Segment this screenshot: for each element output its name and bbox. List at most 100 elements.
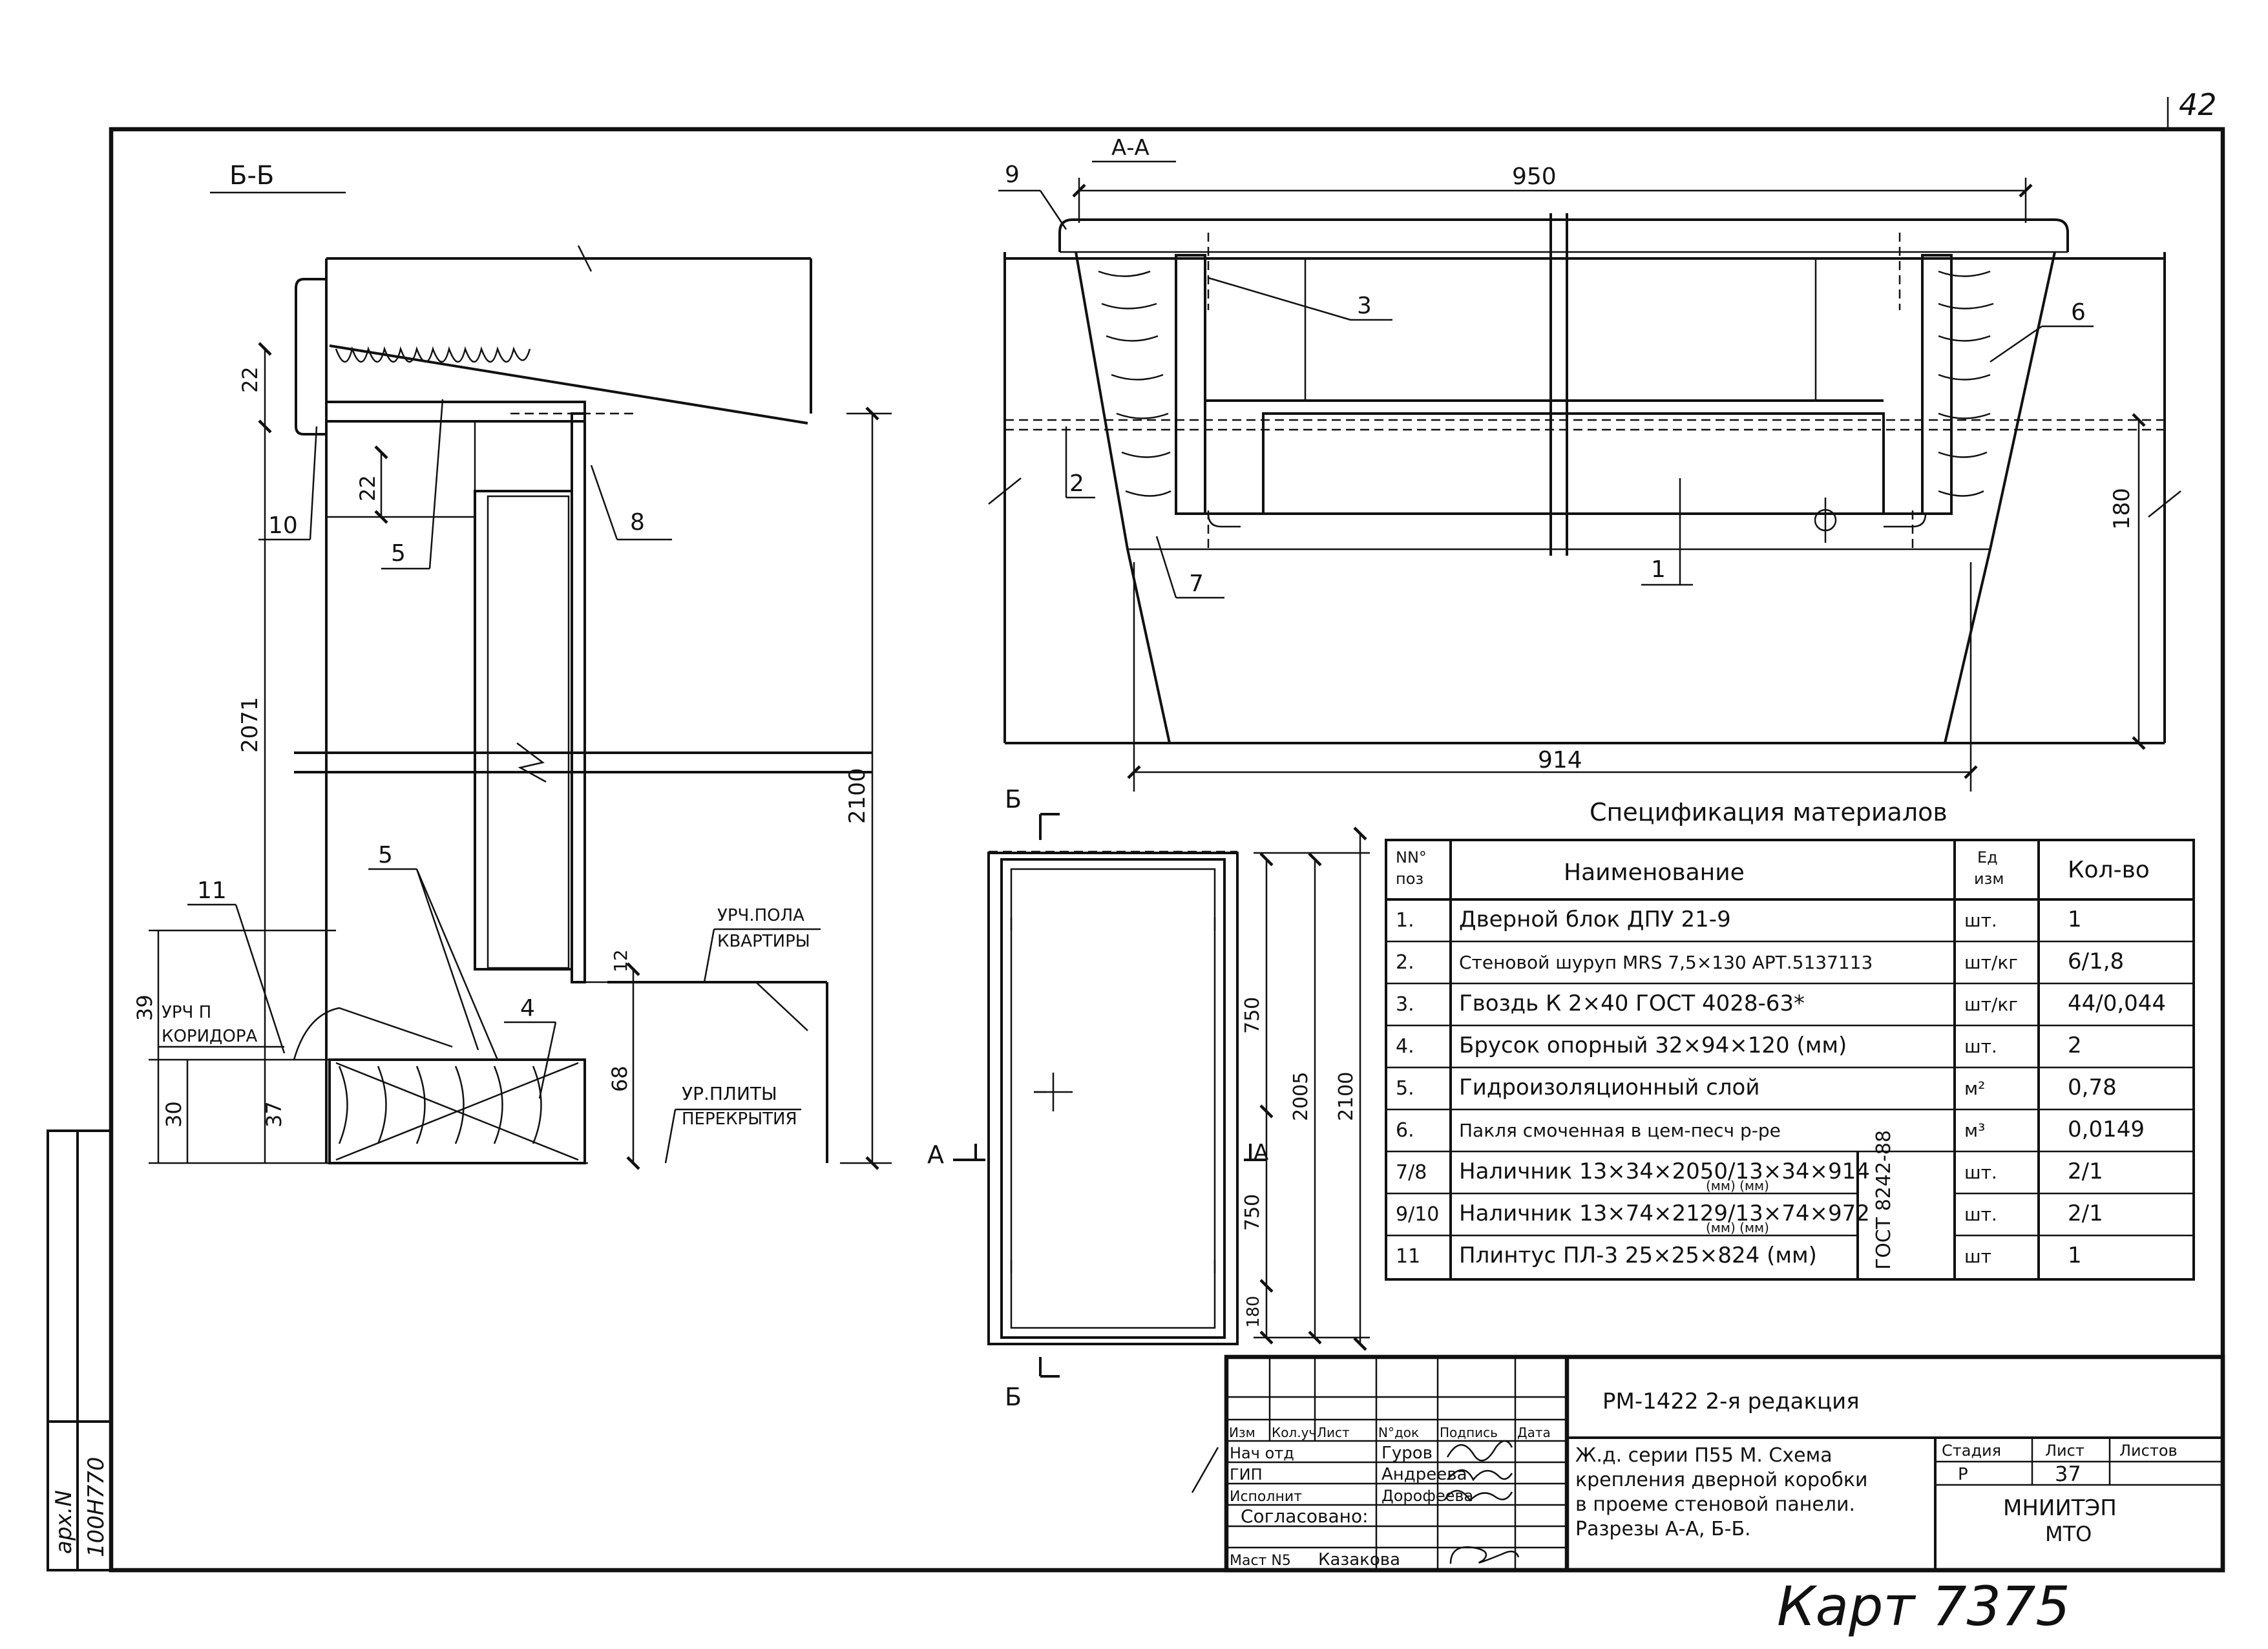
spec-row-unit: шт: [1964, 1246, 1991, 1267]
corridor-level-label-2: КОРИДОРА: [162, 1027, 258, 1046]
tb-col-header: Подпись: [1440, 1425, 1498, 1440]
spec-row-num: 3.: [1396, 993, 1414, 1016]
leader-6: 6: [2071, 299, 2086, 326]
section-aa-title: А-А: [1111, 135, 1150, 161]
leader-1: 1: [1651, 556, 1666, 583]
signature-kazakova: [1449, 1546, 1520, 1564]
spec-header-unit-a: Ед: [1977, 848, 1998, 867]
spec-row-name-sub: (мм) (мм): [1706, 1220, 1769, 1235]
slab-level-label-1: УР.ПЛИТЫ: [682, 1083, 777, 1104]
tb-title-line-0: Ж.д. серии П55 М. Схема: [1575, 1444, 1832, 1467]
spec-row-num: 5.: [1396, 1077, 1414, 1100]
section-bb-title: Б-Б: [229, 161, 274, 191]
spec-row-unit: шт.: [1964, 1036, 1997, 1057]
spec-header-qty: Кол-во: [2068, 857, 2150, 883]
section-bb: Б-Б: [132, 161, 892, 1170]
spec-row-unit: шт/кг: [1964, 994, 2018, 1015]
dim-2005: 2005: [1290, 1072, 1312, 1121]
tb-name-0: Гуров: [1381, 1444, 1433, 1463]
spec-row-name: Гвоздь К 2×40 ГОСТ 4028-63*: [1459, 991, 1805, 1016]
tb-stage-label: Стадия: [1942, 1442, 2001, 1460]
corridor-level-label-1: УРЧ П: [162, 1003, 211, 1022]
spec-row-name: Гидроизоляционный слой: [1459, 1075, 1759, 1100]
spec-row-qty: 2: [2068, 1033, 2082, 1058]
sheet-number: 42: [2179, 87, 2217, 122]
spec-title: Спецификация материалов: [1590, 798, 1948, 826]
leader-4: 4: [520, 995, 535, 1022]
spec-row-name: Наличник 13×34×2050/13×34×914: [1459, 1159, 1870, 1184]
spec-row-unit: шт.: [1964, 1162, 1997, 1183]
leader-11: 11: [197, 877, 227, 904]
spec-header-name: Наименование: [1564, 859, 1745, 886]
spec-header-num: NN°: [1396, 848, 1427, 867]
dim-37: 37: [262, 1101, 286, 1128]
tb-col-header: Кол.уч: [1272, 1425, 1316, 1440]
spec-row-name: Брусок опорный 32×94×120 (мм): [1459, 1033, 1847, 1058]
tb-col-header: Лист: [1317, 1425, 1350, 1440]
archive-stamp-line1: арх.N: [51, 1490, 77, 1554]
spec-row-name-sub: (мм) (мм): [1706, 1178, 1769, 1193]
signature-dorofeeva: [1443, 1489, 1513, 1502]
leader-3: 3: [1357, 293, 1372, 319]
spec-row-num: 7/8: [1396, 1161, 1427, 1184]
dim-2071: 2071: [237, 697, 263, 753]
slab-level-label-2: ПЕРЕКРЫТИЯ: [682, 1109, 797, 1129]
dim-22-mid: 22: [355, 475, 380, 501]
dim-30: 30: [162, 1101, 186, 1128]
tb-col-header: N°док: [1378, 1425, 1419, 1440]
apartment-floor-label-1: УРЧ.ПОЛА: [717, 906, 804, 925]
spec-row-qty: 0,78: [2068, 1075, 2117, 1100]
tb-sheet: 37: [2055, 1462, 2081, 1486]
leader-10: 10: [268, 512, 298, 539]
spec-header-unit-b: изм: [1974, 870, 2004, 888]
sheet-frame: [109, 127, 2225, 1573]
tb-name-1: Андреева: [1381, 1465, 1467, 1484]
spec-row-num: 4.: [1396, 1035, 1414, 1058]
tb-col-header: Дата: [1517, 1425, 1551, 1440]
tb-role-0: Нач отд: [1230, 1444, 1294, 1462]
archive-stamp-line2: 100Н770: [83, 1457, 109, 1557]
tb-mast-name: Казакова: [1318, 1550, 1400, 1570]
tb-title-line-2: в проеме стеновой панели.: [1575, 1493, 1855, 1516]
tb-name-2: Дорофеева: [1381, 1487, 1473, 1505]
spec-row-num: 6.: [1396, 1119, 1414, 1142]
spec-row-num: 11: [1396, 1245, 1420, 1268]
spec-row-name: Плинтус ПЛ-3 25×25×824 (мм): [1459, 1243, 1817, 1268]
spec-row-qty: 2/1: [2068, 1159, 2103, 1184]
spec-row-name: Наличник 13×74×2129/13×74×972: [1459, 1201, 1870, 1226]
spec-gost: ГОСТ 8242-88: [1873, 1130, 1895, 1270]
dim-12: 12: [610, 949, 631, 972]
dim-950: 950: [1512, 163, 1557, 190]
dim-180: 180: [2109, 488, 2135, 530]
tb-role-1: ГИП: [1230, 1465, 1263, 1484]
spec-table: Спецификация материалов NN° поз Наименов…: [1385, 798, 2195, 1281]
spec-row-qty: 0,0149: [2068, 1117, 2145, 1142]
dim-39: 39: [132, 994, 157, 1021]
tb-agreed: Согласовано:: [1241, 1506, 1369, 1527]
cut-b-top: Б: [1005, 785, 1022, 814]
tb-org-2: МТО: [2045, 1522, 2092, 1546]
spec-row-num: 9/10: [1396, 1203, 1439, 1226]
spec-row-qty: 6/1,8: [2068, 949, 2124, 974]
dim-2100-elevation: 2100: [1335, 1072, 1358, 1121]
archive-stamp: арх.N 100Н770: [47, 1129, 112, 1571]
spec-row-qty: 2/1: [2068, 1201, 2103, 1226]
spec-row-name: Стеновой шуруп MRS 7,5×130 АРТ.5137113: [1459, 952, 1873, 973]
tb-role-2: Исполнит: [1230, 1489, 1302, 1505]
dim-914: 914: [1538, 747, 1582, 773]
dim-750-top: 750: [1241, 997, 1264, 1034]
dim-68: 68: [607, 1066, 632, 1092]
tb-mast: Маст N5: [1230, 1553, 1291, 1569]
leader-5-top: 5: [391, 540, 406, 567]
spec-row-unit: м²: [1964, 1078, 1985, 1099]
spec-row-name: Дверной блок ДПУ 21-9: [1459, 907, 1731, 932]
apartment-floor-label-2: КВАРТИРЫ: [717, 932, 810, 951]
leader-7: 7: [1189, 571, 1204, 597]
section-aa: А-А 950: [988, 135, 2181, 792]
spec-row-num: 2.: [1396, 951, 1414, 974]
signature-gurov: [1446, 1440, 1513, 1462]
leader-2: 2: [1069, 470, 1084, 497]
cut-a-left: А: [927, 1140, 944, 1169]
